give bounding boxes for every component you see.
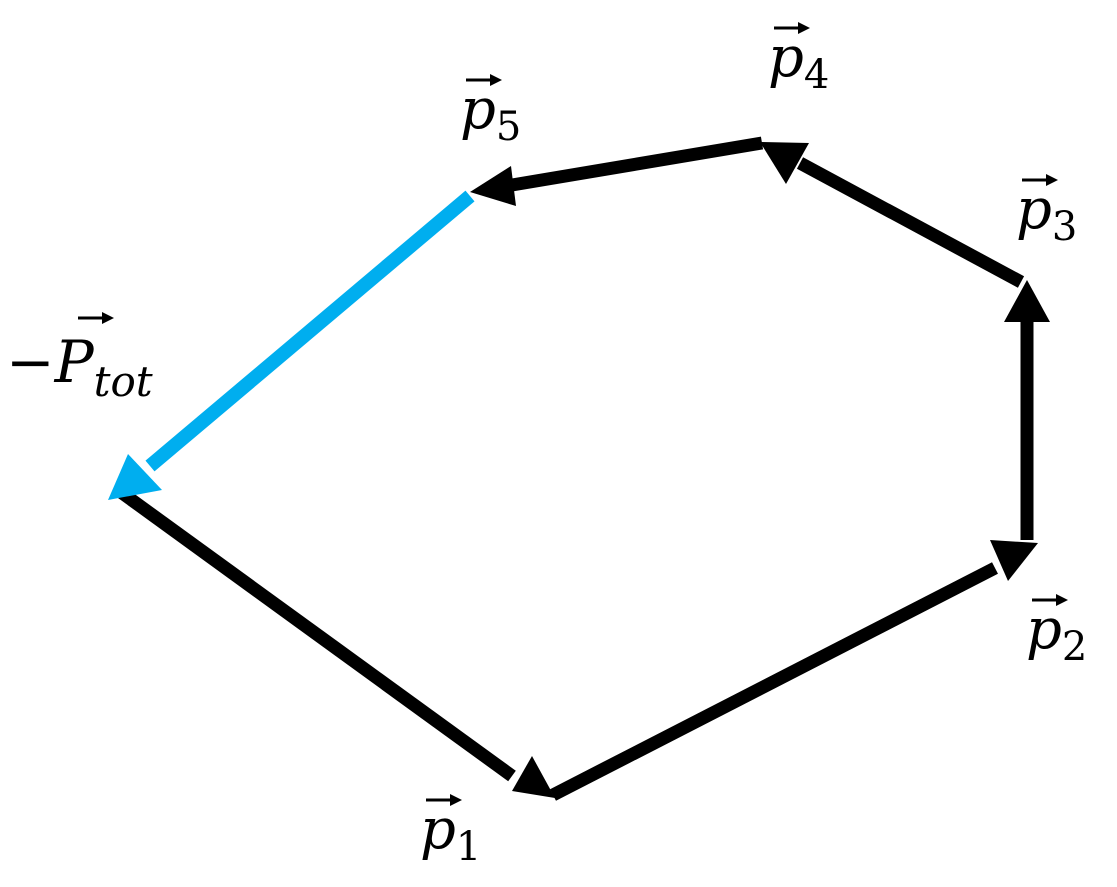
arrowhead-p4 bbox=[760, 142, 809, 184]
vector-p2 bbox=[550, 540, 1038, 801]
svg-text:p4: p4 bbox=[768, 25, 829, 98]
vector-p3 bbox=[1004, 280, 1050, 540]
svg-text:p1: p1 bbox=[420, 797, 481, 870]
vector-p5 bbox=[470, 136, 764, 206]
label-minus-ptot: −Ptot bbox=[6, 312, 153, 406]
vector-minus-ptot bbox=[108, 190, 475, 500]
svg-text:−Ptot: −Ptot bbox=[6, 328, 153, 406]
arrowhead-p2 bbox=[990, 540, 1038, 581]
svg-text:p2: p2 bbox=[1026, 597, 1087, 670]
svg-text:p5: p5 bbox=[460, 77, 521, 150]
vector-p4 bbox=[760, 142, 1025, 288]
arrowhead-minus-ptot bbox=[108, 454, 162, 500]
label-p1: p1 bbox=[420, 794, 481, 870]
label-p3: p3 bbox=[1016, 174, 1077, 250]
label-p2: p2 bbox=[1026, 594, 1087, 670]
arrowhead-p1 bbox=[512, 756, 555, 798]
arrowhead-p3 bbox=[1004, 280, 1050, 322]
vector-p1 bbox=[114, 484, 555, 798]
label-p4: p4 bbox=[768, 22, 829, 98]
label-p5: p5 bbox=[460, 74, 521, 150]
arrowhead-p5 bbox=[470, 166, 516, 206]
svg-text:p3: p3 bbox=[1016, 177, 1077, 250]
